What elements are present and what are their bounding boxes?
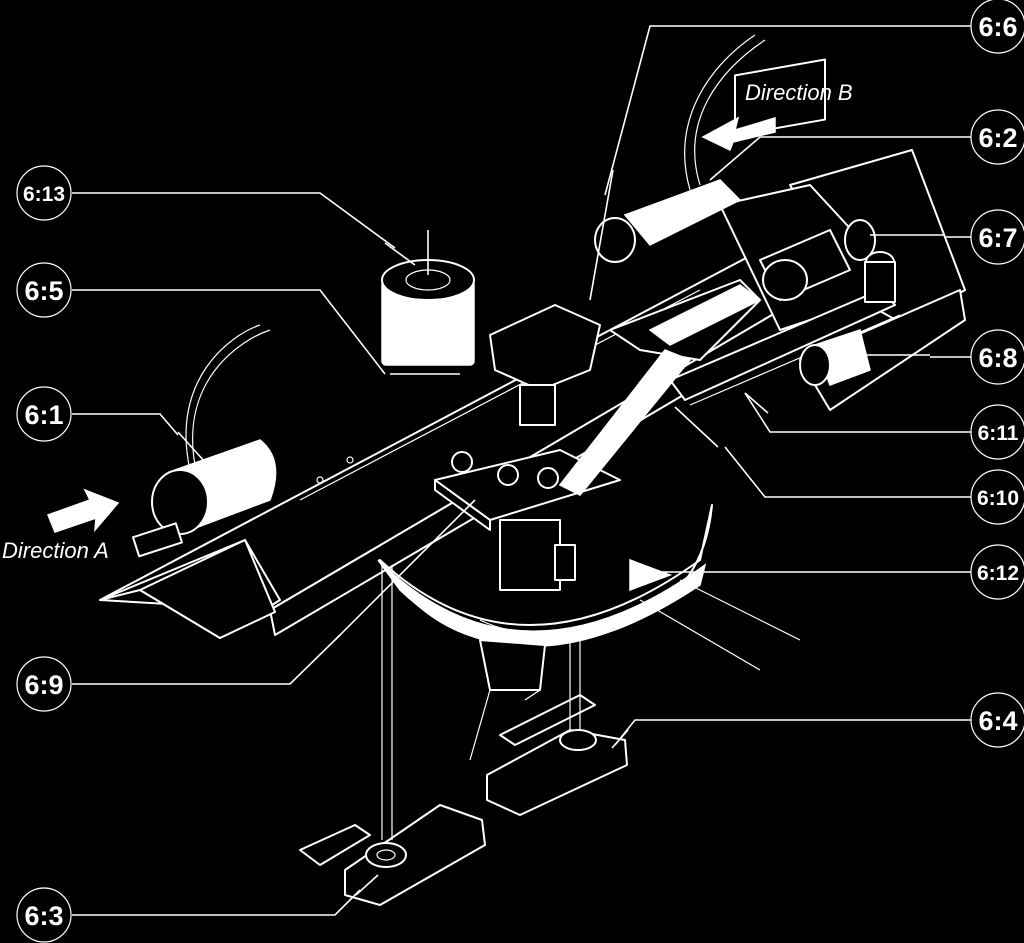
svg-text:6:3: 6:3 <box>24 901 63 931</box>
svg-text:6:5: 6:5 <box>24 276 63 306</box>
svg-text:6:7: 6:7 <box>978 223 1017 253</box>
spring-cylinder <box>759 219 876 301</box>
direction-a-arrow-icon <box>47 488 120 533</box>
svg-text:6:2: 6:2 <box>978 123 1017 153</box>
callout-6-5: 6:5 <box>16 262 72 318</box>
direction-b-arrow-icon <box>701 116 776 152</box>
base-block-right <box>486 640 628 816</box>
callout-6-10: 6:10 <box>970 469 1024 525</box>
chute-wing <box>99 539 281 639</box>
machine-assembly <box>99 34 966 906</box>
center-housing <box>489 304 601 426</box>
direction-b-marker: Direction B <box>701 80 853 152</box>
callout-6-1: 6:1 <box>16 386 72 442</box>
cross-bracket <box>558 279 762 496</box>
callout-6-9: 6:9 <box>16 656 72 712</box>
callout-6-7: 6:7 <box>970 209 1024 265</box>
callout-6-13: 6:13 <box>16 165 72 221</box>
svg-text:6:4: 6:4 <box>978 706 1017 736</box>
rotary-platform <box>377 504 713 761</box>
leader-lines <box>72 25 975 916</box>
svg-text:6:12: 6:12 <box>977 562 1019 585</box>
svg-text:6:10: 6:10 <box>977 487 1019 510</box>
callout-6-3: 6:3 <box>16 887 72 943</box>
callout-6-6: 6:6 <box>970 0 1024 54</box>
direction-a-label: Direction A <box>2 538 109 563</box>
callout-6-4: 6:4 <box>970 692 1024 748</box>
callout-6-12: 6:12 <box>970 544 1024 600</box>
svg-text:6:9: 6:9 <box>24 670 63 700</box>
motor-cylinder <box>381 230 475 366</box>
callout-6-11: 6:11 <box>970 404 1024 460</box>
svg-text:6:1: 6:1 <box>24 400 63 430</box>
callout-6-2: 6:2 <box>970 109 1024 165</box>
callout-6-8: 6:8 <box>970 329 1024 385</box>
svg-text:6:11: 6:11 <box>978 422 1019 445</box>
svg-text:6:13: 6:13 <box>23 183 65 206</box>
left-cylinder <box>131 324 277 558</box>
svg-text:6:6: 6:6 <box>978 12 1017 42</box>
svg-text:6:8: 6:8 <box>978 343 1017 373</box>
right-top-cylinder <box>594 34 766 263</box>
direction-b-label: Direction B <box>745 80 853 105</box>
direction-a-marker: Direction A <box>2 488 120 563</box>
base-block-left <box>299 565 486 906</box>
lower-right-cylinder <box>799 251 896 386</box>
